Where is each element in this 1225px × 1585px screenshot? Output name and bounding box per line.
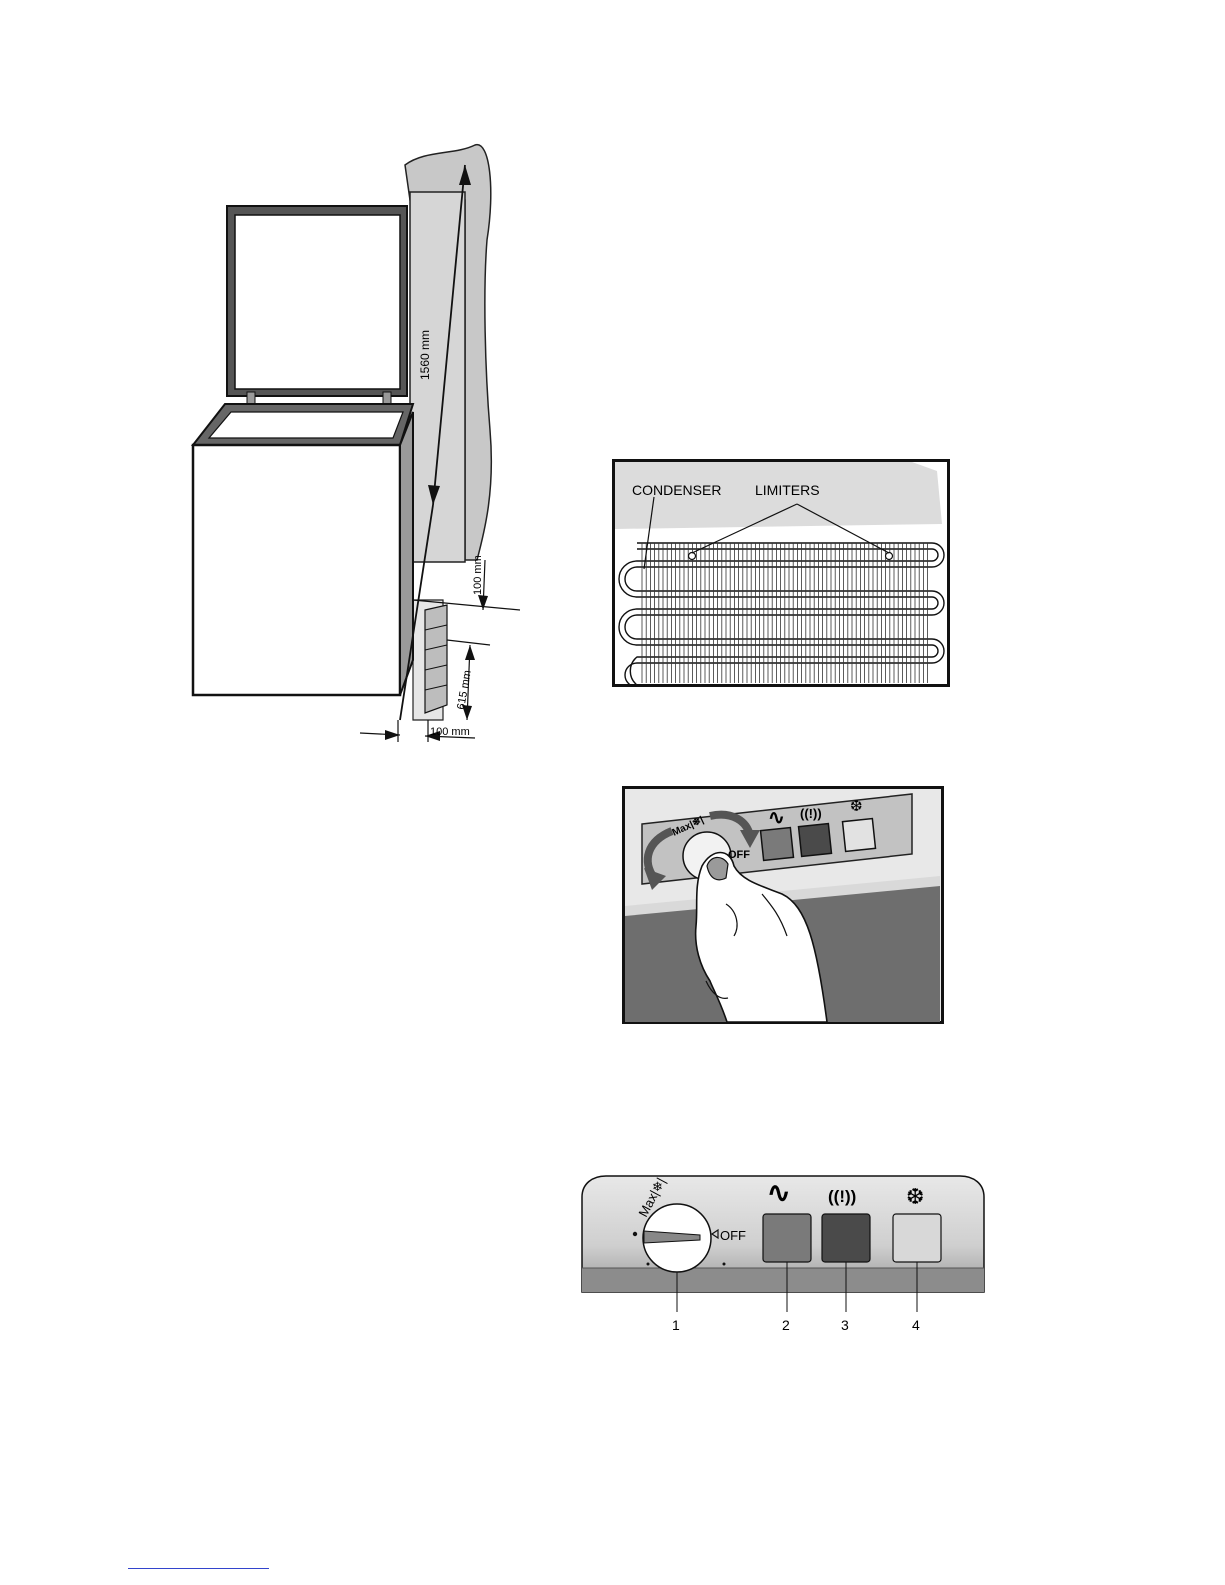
freezer-lid-inner	[235, 215, 400, 389]
power-icon: ∿	[767, 1177, 790, 1208]
footer-link-underline[interactable]	[128, 1568, 269, 1569]
dimension-height-label: 1560 mm	[418, 330, 432, 380]
control-panel-figure: Max|❄| OFF ∿ ((!)) ❆ 1 2 3 4	[578, 1172, 988, 1337]
dimension-top-gap-label: 100 mm	[472, 555, 484, 595]
thermostat-photo: ∿ ((!)) ❆ Max|❄| OFF	[622, 786, 944, 1024]
photo-lamp-freeze	[843, 819, 876, 852]
alarm-icon: ((!))	[828, 1187, 856, 1206]
limiter-right	[886, 553, 893, 560]
photo-lamp-power	[761, 828, 794, 861]
freezer-body-front	[193, 445, 400, 695]
lamp-power	[763, 1214, 811, 1262]
dimension-side-gap-label: 100 mm	[430, 726, 470, 738]
photo-power-icon: ∿	[768, 807, 785, 829]
limiters-label: LIMITERS	[755, 482, 820, 498]
freeze-icon: ❆	[906, 1184, 924, 1209]
photo-alarm-icon: ((!))	[800, 806, 822, 821]
vent-grille	[425, 605, 447, 713]
lamp-freeze	[893, 1214, 941, 1262]
freezer-opening	[209, 412, 403, 438]
limiter-left	[689, 553, 696, 560]
dimension-depth-label: 615 mm	[455, 669, 474, 710]
knob-off-label: OFF	[720, 1228, 746, 1243]
photo-lamp-alarm	[799, 824, 832, 857]
callout-3: 3	[841, 1317, 849, 1333]
condenser-label: CONDENSER	[632, 482, 721, 498]
callout-2: 2	[782, 1317, 790, 1333]
condenser-figure: CONDENSER LIMITERS	[612, 459, 950, 687]
lamp-alarm	[822, 1214, 870, 1262]
callout-1: 1	[672, 1317, 680, 1333]
callout-4: 4	[912, 1317, 920, 1333]
installation-figure: 1560 mm 100 mm 615 mm 100 mm	[185, 130, 530, 750]
photo-freeze-icon: ❆	[850, 798, 863, 815]
